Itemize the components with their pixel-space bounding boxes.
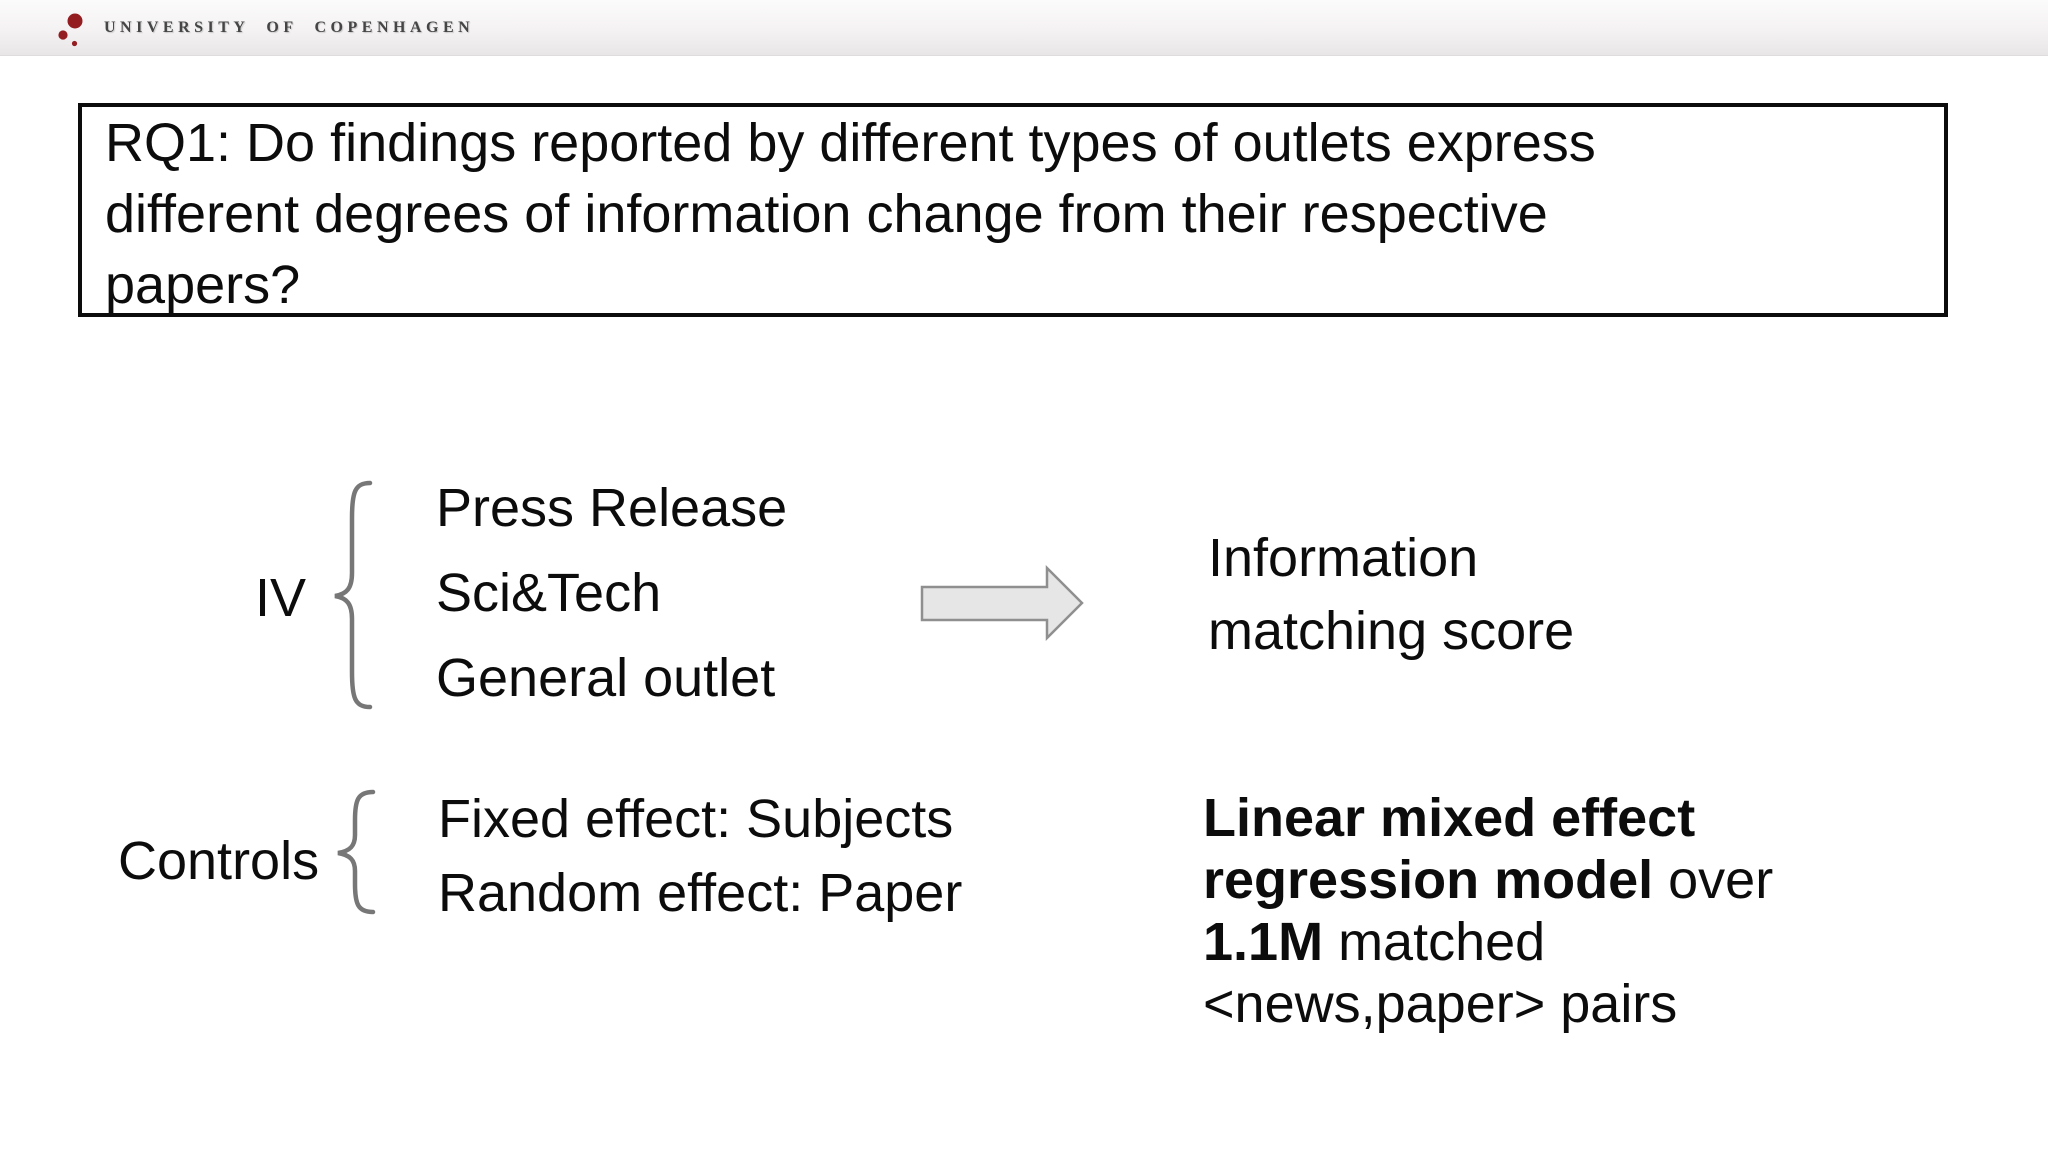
question-line: different degrees of information change …: [105, 184, 1548, 244]
iv-label: IV: [255, 568, 307, 628]
model-segment: Linear mixed effect: [1203, 788, 1696, 848]
question-line: papers?: [105, 255, 301, 315]
model-segment: 1.1M: [1203, 912, 1324, 972]
iv-brace-icon: [334, 480, 373, 710]
header-bar: UNIVERSITY OF COPENHAGEN: [0, 0, 2048, 56]
model-line: regression model over: [1203, 849, 1773, 911]
university-logo-icon: [58, 13, 83, 47]
model-segment: over: [1653, 850, 1774, 910]
institution-name: UNIVERSITY OF COPENHAGEN: [104, 19, 475, 36]
model-segment: matched: [1323, 912, 1546, 972]
iv-item: General outlet: [436, 648, 776, 708]
iv-item: Press Release: [436, 478, 788, 538]
outcome-line: Information: [1208, 528, 1479, 588]
model-segment: regression model: [1203, 850, 1654, 910]
research-question-box: RQ1: Do findings reported by different t…: [78, 103, 1948, 317]
outcome-line: matching score: [1208, 601, 1575, 661]
model-segment: <news,paper> pairs: [1203, 974, 1678, 1034]
model-line: 1.1M matched: [1203, 911, 1773, 973]
controls-items: Fixed effect: Subjects Random effect: Pa…: [438, 782, 962, 930]
controls-item: Fixed effect: Subjects: [438, 789, 954, 849]
controls-item: Random effect: Paper: [438, 863, 963, 923]
question-line: RQ1: Do findings reported by different t…: [105, 113, 1596, 173]
iv-item: Sci&Tech: [436, 563, 662, 623]
model-line: Linear mixed effect: [1203, 787, 1773, 849]
outcome-text: Information matching score: [1208, 522, 1574, 668]
iv-items: Press Release Sci&Tech General outlet: [436, 466, 787, 721]
model-description: Linear mixed effect regression model ove…: [1203, 787, 1773, 1035]
controls-label: Controls: [118, 831, 320, 891]
right-arrow-icon: [920, 564, 1084, 642]
model-line: <news,paper> pairs: [1203, 973, 1773, 1035]
controls-brace-icon: [337, 789, 376, 915]
